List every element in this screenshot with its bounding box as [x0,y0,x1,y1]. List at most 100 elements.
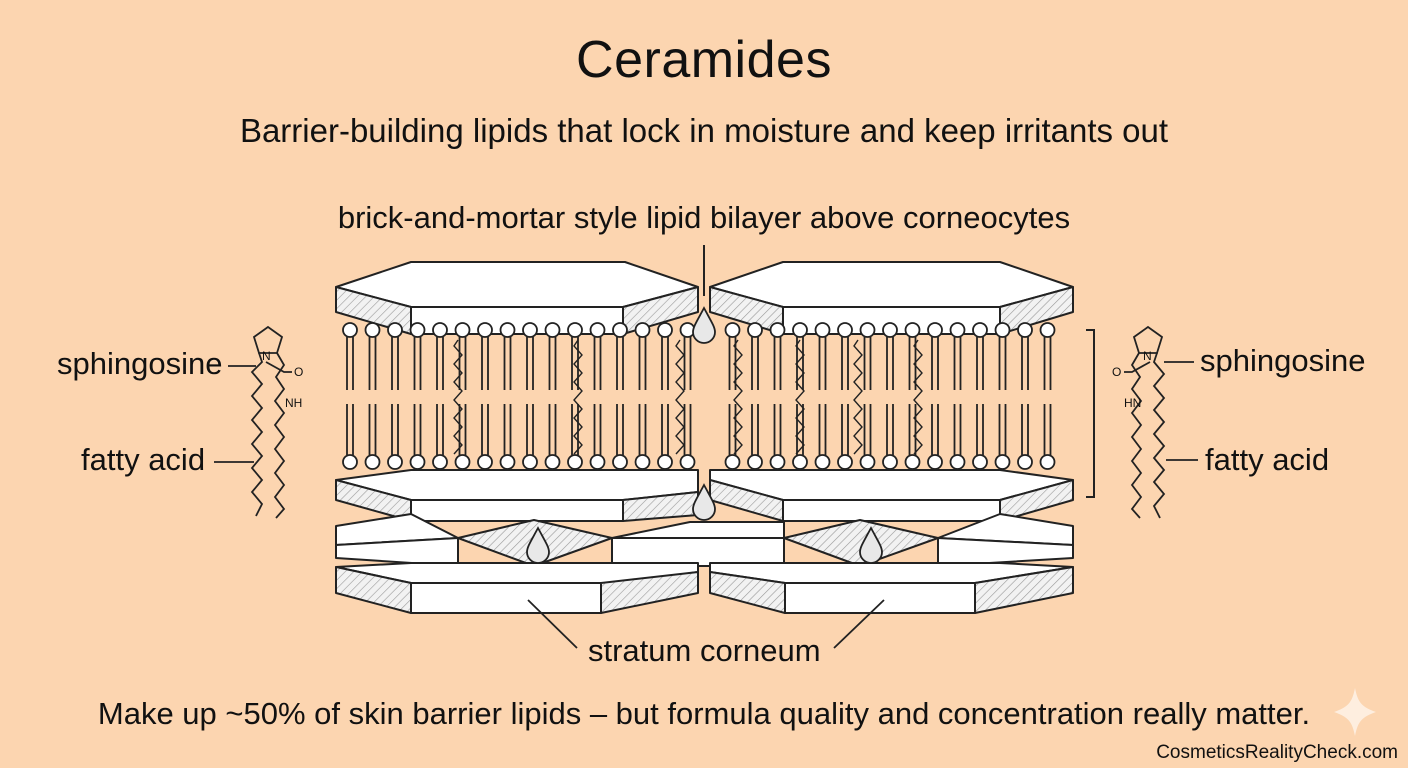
lipid-molecule [522,322,538,470]
lipid-tail [773,337,782,390]
lipid-molecule [814,322,831,470]
lipid-head [544,322,561,338]
lipid-head [792,322,808,338]
lipid-tail [728,404,737,455]
lipid-tail [1043,337,1052,390]
lipid-head [387,322,403,338]
top-corneocyte-layer [335,261,1074,335]
lipid-head [904,322,921,338]
fatty-acid-label-right: fatty acid [1205,442,1330,477]
lipid-head [769,322,786,338]
lipid-molecule [837,322,853,470]
lipid-head [972,454,988,470]
lipid-head [859,322,876,338]
lipid-head [477,454,493,470]
nitrogen-atom-label: N [1143,349,1152,363]
lipid-tail [368,404,377,455]
lipid-molecule [747,322,763,470]
ceramide-chain [795,339,805,455]
lipid-head [724,454,741,470]
lipid-tail [1021,404,1029,455]
lipid-molecule [477,322,493,470]
lipid-tail [841,404,849,455]
lipid-head [567,322,583,338]
lipid-tail [481,404,489,455]
sparkle-icon [1334,688,1376,736]
lipid-head [994,322,1011,338]
lipid-tail [503,404,512,455]
lipid-tail [413,337,422,390]
ceramide-molecule-left [250,325,292,519]
lipid-head [1039,322,1056,338]
lipid-tail [841,337,849,390]
ceramide-chain [573,339,583,455]
lipid-tail [436,404,444,455]
brick-top-left [335,261,699,335]
lipid-head [342,454,358,470]
water-droplet-icon [692,483,716,521]
brick-row-1-left [335,469,699,522]
sphingosine-label-right: sphingosine [1200,343,1366,378]
bilayer-bracket [1086,329,1095,498]
lipid-tail [593,337,602,390]
lipid-tail [503,337,512,390]
lipid-head [657,322,673,338]
lipid-molecule [364,322,381,470]
lipid-tail [548,404,557,455]
lipid-molecule [409,322,426,470]
lipid-tail [368,337,377,390]
water-droplets [526,306,883,564]
lipid-tail [796,337,804,390]
page-subtitle: Barrier-building lipids that lock in moi… [239,112,1169,149]
lipid-bilayer [342,322,1056,470]
lipid-molecule [387,322,403,470]
ceramide-chain [675,339,685,455]
lipid-molecule [657,322,673,470]
lipid-molecule [859,322,876,470]
lipid-tail [998,404,1007,455]
lipid-head [904,454,921,470]
lipid-tail [413,404,422,455]
amine-label: NH [285,396,302,410]
ceramide-chain [913,339,923,455]
lipid-head [567,454,583,470]
lipid-head [477,322,493,338]
ceramide-molecule-right [1124,325,1166,519]
amine-label: HN [1124,396,1141,410]
lipid-tail [998,337,1007,390]
lipid-head [499,454,516,470]
lipid-tail [683,404,692,455]
lipid-tail [436,337,444,390]
lipid-head [837,454,853,470]
stratum-pointer-right [833,599,885,649]
brick-row-3-right [709,562,1074,614]
lipid-molecule [589,322,606,470]
lipid-head [747,322,763,338]
lipid-head [364,454,381,470]
lipid-tail [976,404,984,455]
lipid-tail [818,404,827,455]
lipid-tail [953,404,962,455]
water-droplet-icon [859,526,883,564]
water-droplet-icon [526,526,550,564]
lipid-tail [931,337,939,390]
lipid-head [342,322,358,338]
lipid-head [814,322,831,338]
lipid-tail [976,337,984,390]
oxygen-atom-label: O [294,365,303,379]
lipid-head [837,322,853,338]
lipid-tail [863,337,872,390]
lipid-head [1017,454,1033,470]
lipid-tail [931,404,939,455]
lipid-head [454,454,471,470]
lipid-tail [391,404,399,455]
lipid-tail [616,337,624,390]
lipid-head [747,454,763,470]
lipid-molecule [949,322,966,470]
water-droplet-icon [692,306,716,344]
lower-corneocyte-layers [335,469,1074,614]
lipid-tail [346,404,354,455]
lipid-head [1017,322,1033,338]
lipid-head [432,322,448,338]
